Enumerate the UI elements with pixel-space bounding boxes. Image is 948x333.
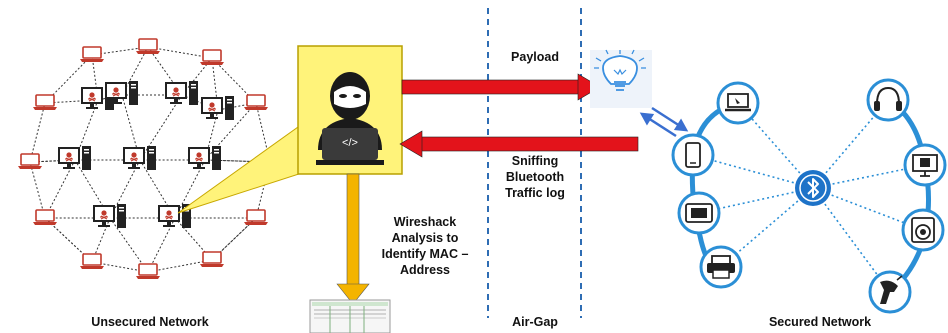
infected-desktop-icon [201, 95, 235, 121]
sniffing-arrow [399, 130, 639, 158]
printer-icon [699, 245, 743, 289]
payload-label: Payload [511, 50, 559, 64]
infected-desktop-nodes [58, 80, 235, 229]
monitor-icon [903, 143, 947, 187]
infected-desktop-icon [93, 203, 127, 229]
wireshark-label-line: Address [399, 263, 451, 277]
laptop-icon [79, 253, 105, 270]
laptop-icon [716, 81, 760, 125]
secured-ring-right [886, 97, 932, 294]
unsecured-network-label: Unsecured Network [91, 315, 209, 329]
sniffing-label-line: Sniffing [511, 154, 559, 168]
speaker-icon [901, 208, 945, 252]
hacker-panel [297, 45, 403, 175]
laptop-icon [243, 94, 269, 111]
laptop-icon [199, 49, 225, 66]
payload-arrow [401, 73, 601, 101]
wireshark-label-line: Wireshack [393, 215, 457, 229]
laptop-icon [135, 263, 161, 280]
secured-network-label: Secured Network [768, 315, 872, 329]
infected-desktop-icon [123, 145, 157, 171]
laptop-icon [32, 209, 58, 226]
infected-desktop-icon [165, 80, 199, 106]
bidirectional-link-arrows [639, 106, 689, 138]
bluetooth-icon [795, 170, 831, 206]
infected-desktop-icon [188, 145, 222, 171]
analysis-arrow [336, 173, 370, 305]
wireshark-screenshot [309, 299, 391, 333]
sniffing-label-line: Bluetooth [505, 170, 565, 184]
lightbulb-icon [590, 49, 652, 108]
smartphone-icon [671, 133, 715, 177]
air-gap-label: Air-Gap [512, 315, 558, 329]
laptop-icon [135, 38, 161, 55]
laptop-icon [243, 209, 269, 226]
unsecured-network [17, 38, 283, 280]
wireshark-analysis-label: Wireshack Analysis to Identify MAC – Add… [366, 214, 484, 278]
secured-network [671, 78, 947, 314]
wireshark-label-line: Analysis to [391, 231, 459, 245]
laptop-icon [79, 46, 105, 63]
laptop-icon [32, 94, 58, 111]
laptop-icon [199, 251, 225, 268]
sniffing-label: Sniffing Bluetooth Traffic log [491, 153, 579, 201]
headphones-icon [866, 78, 910, 122]
tablet-icon [677, 191, 721, 235]
sniffing-label-line: Traffic log [505, 186, 565, 200]
laptop-icon [17, 153, 43, 170]
wireshark-label-line: Identify MAC – [381, 247, 469, 261]
hacker-screen-code: </> [342, 137, 358, 149]
hacker-icon [316, 72, 384, 165]
infected-desktop-icon [58, 145, 92, 171]
scanner-icon [868, 270, 912, 314]
